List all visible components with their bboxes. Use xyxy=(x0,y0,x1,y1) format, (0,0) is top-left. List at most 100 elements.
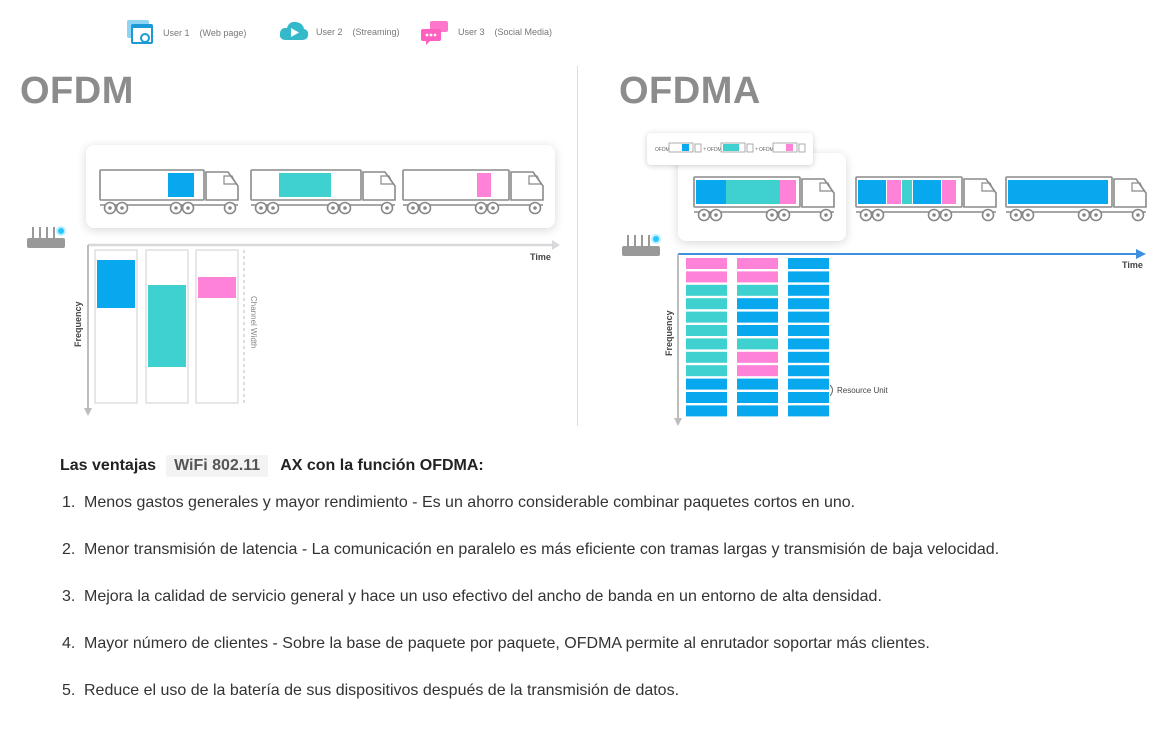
wheel-hub xyxy=(533,206,537,210)
wheel-hub xyxy=(343,206,347,210)
resource-unit-blue xyxy=(788,378,829,390)
mini-cab xyxy=(746,143,754,153)
legend-user-2-title: User 2 xyxy=(316,27,343,37)
mini-cab xyxy=(798,143,806,153)
list-item: 5.Reduce el uso de la batería de sus dis… xyxy=(62,682,680,699)
mini-cargo-blue xyxy=(682,144,689,151)
resource-unit-teal xyxy=(686,284,727,296)
resource-unit-blue xyxy=(788,351,829,363)
resource-unit-blue xyxy=(686,392,727,403)
ofdm-channel xyxy=(195,249,239,404)
list-item: 3.Mejora la calidad de servicio general … xyxy=(62,588,882,605)
wheel-hub xyxy=(228,206,232,210)
wheel-hub xyxy=(423,206,427,210)
mini-plus: + xyxy=(703,147,707,153)
truck xyxy=(402,169,544,215)
ofdma-time-label: Time xyxy=(1122,260,1143,270)
advantages-list: 1.Menos gastos generales y mayor rendimi… xyxy=(62,494,999,729)
wheel-hub xyxy=(770,213,774,217)
wheel-hub xyxy=(782,213,786,217)
list-item: 2.Menor transmisión de latencia - La com… xyxy=(62,541,1000,558)
resource-unit-blue xyxy=(788,284,829,296)
web-page-icon xyxy=(127,20,153,44)
social-media-icon xyxy=(421,21,448,45)
resource-unit-pink xyxy=(686,271,727,283)
truck-window xyxy=(981,182,995,192)
mini-cargo-pink xyxy=(786,144,793,151)
resource-unit-blue xyxy=(788,311,829,323)
resource-unit-blue xyxy=(686,405,727,417)
resource-unit-blue xyxy=(737,378,778,390)
mini-ofdm-label: OFDM xyxy=(707,147,722,153)
wheel-hub xyxy=(174,206,178,210)
wheel-hub xyxy=(186,206,190,210)
wheel-hub xyxy=(385,206,389,210)
mini-cargo-teal xyxy=(723,144,739,151)
cargo-pink xyxy=(942,180,956,204)
ofdm-time-arrow xyxy=(552,240,560,250)
list-item: 4.Mayor número de clientes - Sobre la ba… xyxy=(62,635,930,652)
legend-user-3-sub: (Social Media) xyxy=(494,27,553,37)
cargo-blue xyxy=(913,180,941,204)
wheel-hub xyxy=(1094,213,1098,217)
legend-user-2-sub: (Streaming) xyxy=(352,27,400,37)
truck-window xyxy=(1131,182,1145,192)
resource-unit-teal xyxy=(686,338,727,350)
truck xyxy=(99,169,239,215)
mini-ofdm-label: OFDM xyxy=(759,147,774,153)
wheel-hub xyxy=(271,206,275,210)
wheel-hub xyxy=(108,206,112,210)
section-divider xyxy=(577,66,578,426)
resource-unit-blue xyxy=(737,311,778,323)
list-item: 1.Menos gastos generales y mayor rendimi… xyxy=(62,494,856,511)
heading-badge: WiFi 802.11 xyxy=(166,455,269,477)
cargo-pink xyxy=(477,173,491,197)
router-icon xyxy=(622,234,661,256)
resource-unit-teal xyxy=(737,338,778,350)
mini-trailer xyxy=(772,142,798,153)
legend-user-1: User 1 (Web page) xyxy=(125,18,246,48)
mini-trailer xyxy=(668,142,694,153)
ofdm-subcarrier-blue xyxy=(97,260,135,308)
wheel-hub xyxy=(120,206,124,210)
ofdma-axes xyxy=(674,249,1146,426)
ofdma-title: OFDMA xyxy=(619,70,761,112)
wheel-hub xyxy=(259,206,263,210)
resource-unit-blue xyxy=(788,338,829,350)
ofdm-trucks xyxy=(99,169,544,215)
wheel-hub xyxy=(986,213,990,217)
resource-unit-label: Resource Unit xyxy=(837,386,888,395)
resource-unit-teal xyxy=(686,325,727,336)
ofdma-frequency-label: Frequency xyxy=(664,310,674,356)
ofdma-time-arrow xyxy=(1136,249,1146,259)
ofdm-subcarrier-teal xyxy=(148,285,186,367)
truck xyxy=(855,176,997,222)
resource-unit-blue xyxy=(788,325,829,336)
resource-unit-blue xyxy=(788,405,829,417)
resource-unit-blue xyxy=(737,325,778,336)
mini-cab xyxy=(694,143,702,153)
resource-unit-blue xyxy=(737,392,778,403)
resource-unit-teal xyxy=(686,365,727,377)
cargo-teal xyxy=(726,180,780,204)
ofdma-frequency-arrow xyxy=(674,418,682,426)
resource-unit-blue xyxy=(737,298,778,310)
wheel-hub xyxy=(1014,213,1018,217)
wheel-hub xyxy=(491,206,495,210)
cargo-blue xyxy=(1008,180,1108,204)
legend-user-3-title: User 3 xyxy=(458,27,485,37)
resource-unit-pink xyxy=(737,271,778,283)
resource-unit-blue xyxy=(788,271,829,283)
mini-plus: + xyxy=(755,147,759,153)
wheel-hub xyxy=(1026,213,1030,217)
cargo-pink xyxy=(887,180,901,204)
cargo-blue xyxy=(696,180,726,204)
wheel-hub xyxy=(1082,213,1086,217)
truck-window xyxy=(528,175,542,185)
truck xyxy=(250,169,396,215)
legend-user-1-sub: (Web page) xyxy=(199,28,247,38)
heading-prefix: Las ventajas xyxy=(60,457,157,474)
resource-unit-pink xyxy=(737,365,778,377)
legend-user-1-title: User 1 xyxy=(163,28,190,38)
